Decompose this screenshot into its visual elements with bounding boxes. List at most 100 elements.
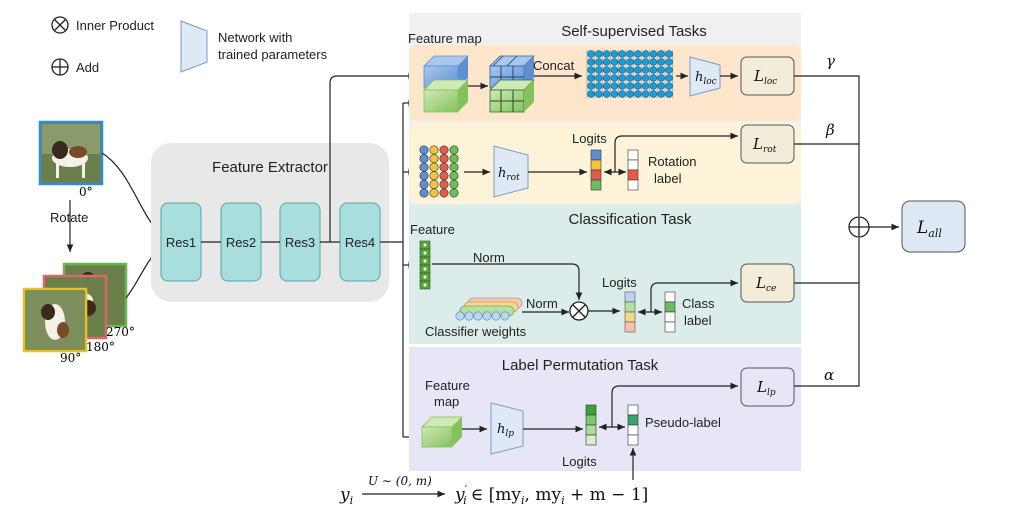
rot-grid-dot: [449, 154, 459, 164]
cls-feature-dot: [423, 259, 427, 263]
svg-text:Lce: Lce: [755, 274, 776, 294]
concat-grid-dot: [626, 82, 634, 90]
cls-section: Classification Task Feature Norm Norm Cl…: [409, 205, 801, 344]
rot-logits-label: Logits: [572, 131, 607, 146]
concat-grid-dot: [641, 66, 650, 74]
loss-lp-box: Llp: [740, 367, 795, 407]
concat-grid-dot: [618, 82, 626, 90]
lp-to-add-edge: [794, 283, 860, 387]
angle-0-label: 0°: [79, 185, 93, 199]
concat-grid-dot: [641, 74, 650, 82]
concat-grid-dot: [595, 58, 603, 66]
concat-grid-dot: [618, 74, 626, 82]
angle-90-label: 90°: [60, 351, 81, 365]
rot-grid-dot: [439, 154, 449, 164]
svg-text:Llp: Llp: [756, 378, 776, 398]
concat-grid-dot: [657, 66, 665, 74]
res2-block: Res2: [220, 202, 262, 282]
concat-grid-dot: [626, 90, 634, 98]
h-loc-network: hloc: [689, 56, 721, 97]
cls-to-loss-arrow: [650, 279, 738, 312]
rot-grid-dot: [419, 162, 429, 172]
concat-grid-dot: [610, 66, 619, 74]
class-label-line2: label: [684, 313, 712, 328]
cls-feature-dot: [423, 243, 427, 247]
gamma-weight: γ: [826, 52, 835, 70]
rot-grid-dot: [449, 188, 459, 198]
rot-dot-grid: [419, 145, 459, 198]
classifier-weight-dot: [455, 311, 465, 321]
classifier-weight-dot: [491, 311, 501, 321]
concat-grid-dot: [595, 74, 603, 82]
feature-to-inner-arrow: [432, 263, 583, 300]
add-icon: [51, 58, 69, 76]
network-trapezoid-icon: [180, 20, 208, 73]
feature-extractor: Feature Extractor Res1 Res2 Res3 Res4: [151, 143, 389, 302]
rot-grid-dot: [429, 145, 439, 155]
input-image-original: [38, 120, 104, 186]
res3-block: Res3: [279, 202, 321, 282]
rot-grid-dot: [439, 145, 449, 155]
concat-grid-dot: [634, 66, 642, 74]
concat-grid-dot: [618, 58, 626, 66]
concat-grid-dot: [657, 58, 665, 66]
concat-grid-dot: [641, 90, 650, 98]
rotation-label-vector: [627, 149, 639, 191]
classifier-weight-dot: [473, 311, 483, 321]
loss-aggregation: γ β α Lall: [794, 52, 966, 387]
cls-feature-dot: [423, 275, 427, 279]
cls-feature-dot: [423, 267, 427, 271]
cls-title: Classification Task: [568, 211, 692, 228]
cls-feature-dot: [423, 251, 427, 255]
rot-to-loss-arrow: [614, 132, 738, 172]
rot-grid-dot: [449, 171, 459, 181]
formula-rhs: y′i∈ [myi, myi + m − 1]: [454, 483, 648, 507]
concat-grid-dot: [665, 50, 673, 58]
concat-grid-dot: [649, 58, 658, 66]
beta-weight: β: [825, 121, 835, 139]
concat-grid-dot: [649, 74, 658, 82]
concat-grid-dot: [634, 58, 642, 66]
rot-grid-dot: [419, 179, 429, 189]
inner-product-node: [569, 301, 589, 321]
concat-grid-dot: [602, 58, 611, 66]
cls-logits-vector: [624, 291, 636, 333]
concat-grid-dot: [595, 50, 603, 58]
concat-grid-dot: [626, 66, 634, 74]
lp-section: Label Permutation Task Feature map hlp L…: [409, 347, 801, 480]
cls-panel: [409, 205, 801, 344]
rot-grid-dot: [439, 188, 449, 198]
concat-grid-dot: [634, 50, 642, 58]
rot-grid-dot: [429, 154, 439, 164]
classifier-weight-dot: [482, 311, 492, 321]
angle-270-label: 270°: [106, 325, 135, 339]
legend-add-label: Add: [76, 60, 99, 75]
concat-grid-dot: [610, 74, 619, 82]
concat-grid-dot: [587, 58, 595, 66]
concat-grid-dot: [634, 90, 642, 98]
svg-text:Lrot: Lrot: [752, 135, 777, 155]
add-node: [848, 216, 870, 238]
h-rot-network: hrot: [493, 145, 529, 198]
pseudo-label-formula: yi U ∼ (0, m) y′i∈ [myi, myi + m − 1]: [339, 474, 648, 507]
concat-grid-dot: [587, 66, 595, 74]
res4-block: Res4: [339, 202, 381, 282]
ssl-feature-map: [423, 55, 469, 113]
concat-grid-dot: [587, 74, 595, 82]
loss-all-box: Lall: [901, 200, 966, 253]
concat-grid-dot: [618, 90, 626, 98]
rot-grid-dot: [429, 188, 439, 198]
concat-dot-grid: [586, 50, 673, 98]
svg-text:Lall: Lall: [916, 218, 942, 240]
cls-feature-vector: [419, 240, 431, 290]
loss-loc-box: Lloc: [740, 56, 795, 96]
classifier-weights-label: Classifier weights: [425, 324, 527, 339]
concat-grid-dot: [610, 50, 619, 58]
rot-logits-vector: [590, 149, 602, 191]
legend-network-line1: Network with: [218, 30, 292, 45]
loc-to-add-edge: [794, 75, 860, 216]
legend-network-line2: trained parameters: [218, 47, 328, 62]
rot-grid-dot: [419, 154, 429, 164]
lp-feature-map: [421, 416, 463, 448]
